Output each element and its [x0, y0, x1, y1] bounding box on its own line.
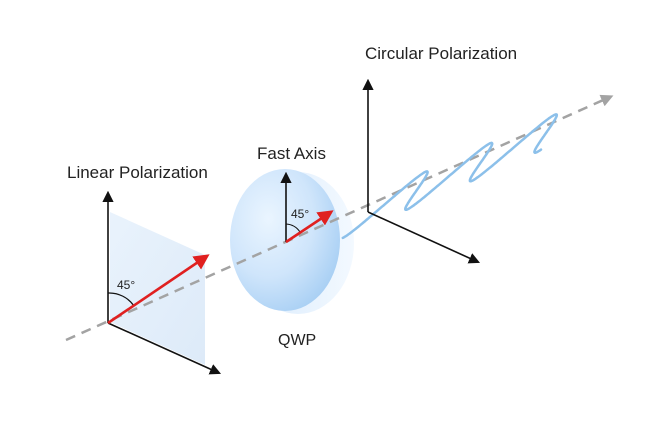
left-polarization-vector: [107, 254, 210, 325]
left-angle-label: 45°: [117, 278, 136, 292]
qwp-label: QWP: [278, 332, 317, 349]
left-angle-arc: [107, 292, 135, 307]
circular-polarization-helix: [341, 113, 559, 240]
plate-polarization-vector: [285, 210, 334, 244]
plate-angle-label: 45°: [291, 207, 310, 221]
linear-polarization-label: Linear Polarization: [67, 163, 208, 182]
circular-polarization-label: Circular Polarization: [365, 44, 518, 63]
plate-face: [230, 169, 340, 311]
left-horizontal-axis: [107, 322, 222, 375]
beam-line: [65, 94, 614, 342]
quarter-wave-plate: [230, 169, 354, 314]
right-horizontal-axis: [367, 211, 481, 264]
fast-axis-label: Fast Axis: [257, 144, 326, 163]
